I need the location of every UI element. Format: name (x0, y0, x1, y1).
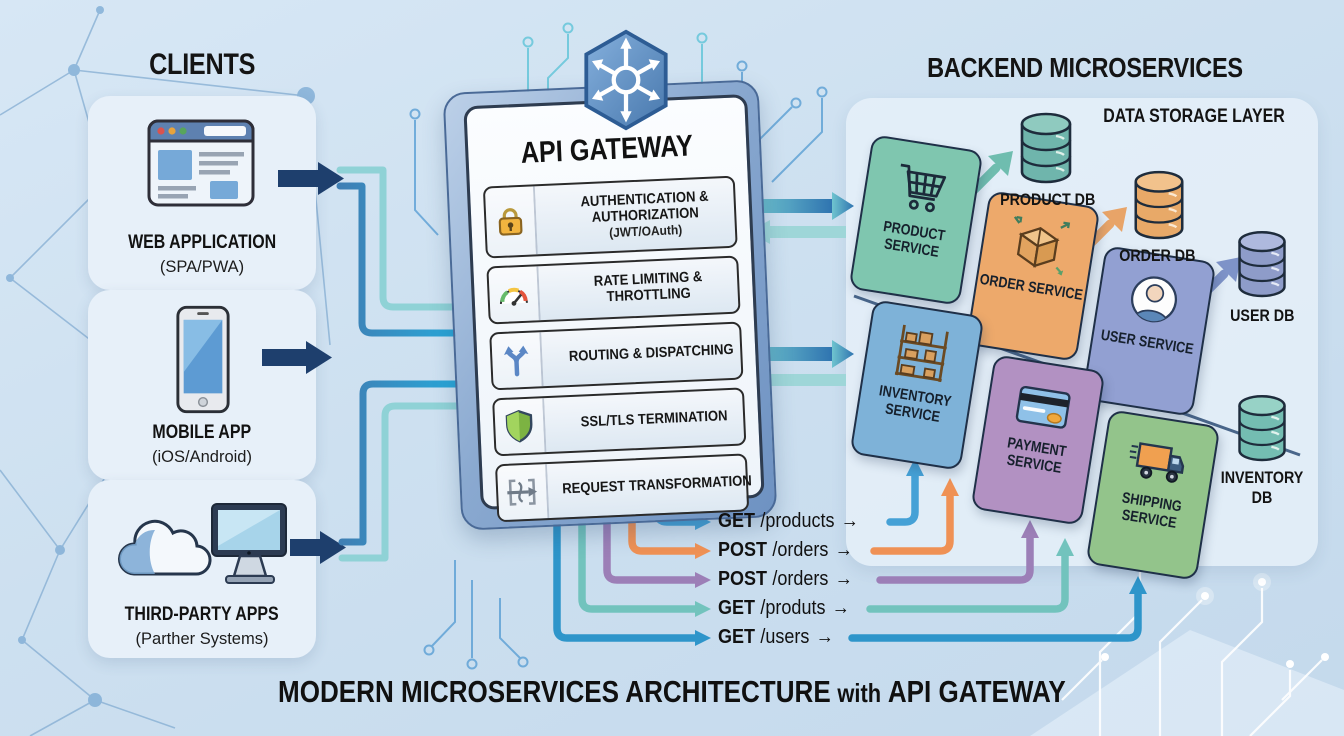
service-tile-product: PRODUCT SERVICE (848, 134, 984, 306)
route-method: POST (718, 568, 768, 590)
backend-header-text: BACKEND MICROSERVICES (927, 52, 1243, 83)
package-box-icon (1013, 216, 1071, 276)
order-db-label: ORDER DB (1095, 246, 1219, 266)
feature-text: AUTHENTICATION & AUTHORIZATION (JWT/OAut… (535, 177, 756, 254)
user-db-icon (1238, 231, 1286, 298)
gateway-feature-authentication: AUTHENTICATION & AUTHORIZATION (JWT/OAut… (482, 175, 738, 259)
route-path: /products (760, 510, 835, 532)
service-label: PAYMENT SERVICE (1005, 434, 1068, 477)
route-method: GET (718, 510, 756, 532)
shopping-cart-icon (900, 163, 947, 213)
clients-header: CLIENTS (88, 48, 316, 82)
clients-header-text: CLIENTS (148, 48, 256, 81)
client-sublabel: (SPA/PWA) (159, 258, 245, 276)
client-label: WEB APPLICATION (88, 232, 316, 254)
diagram-title-gateway: API GATEWAY (887, 674, 1066, 709)
data-storage-layer-text: DATA STORAGE LAYER (1103, 106, 1285, 127)
route-path: /orders (772, 568, 829, 590)
diagram-title-conjunction: with (837, 678, 882, 708)
product-db-text: PRODUCT DB (1000, 190, 1096, 209)
route-exit-arrowheads (695, 514, 711, 646)
feature-label: REQUEST TRANSFORMATION (561, 473, 753, 498)
user-db-text: USER DB (1229, 306, 1295, 325)
route-label-post-orders-2: POST/orders→ (718, 568, 853, 591)
route-method: GET (718, 626, 756, 648)
service-label: USER SERVICE (1099, 326, 1195, 359)
service-label: ORDER SERVICE (978, 270, 1084, 304)
inventory-db-label: INVENTORY DB (1206, 468, 1318, 507)
api-gateway-title-text: API GATEWAY (520, 129, 695, 170)
client-gateway-connectors (332, 166, 466, 562)
route-path: /orders (772, 539, 829, 561)
route-arrow-glyph: → (815, 626, 834, 648)
smartphone-icon (176, 305, 230, 414)
route-label-get-produts: GET/produts→ (718, 597, 850, 620)
user-avatar-icon (1130, 276, 1178, 325)
client-label: MOBILE APP (88, 422, 316, 444)
user-db-label: USER DB (1204, 306, 1320, 326)
lock-icon (484, 186, 538, 257)
credit-card-icon (1015, 385, 1071, 429)
feature-label: RATE LIMITING & THROTTLING (593, 269, 703, 306)
diagram-title-main: MODERN MICROSERVICES ARCHITECTURE (278, 674, 831, 709)
order-db-text: ORDER DB (1118, 246, 1196, 265)
client-sublabel: (Parther Systems) (135, 630, 269, 648)
browser-window-icon (147, 119, 255, 207)
feature-label: ROUTING & DISPATCHING (568, 341, 734, 366)
route-label-get-products: GET/products→ (718, 510, 859, 533)
route-method: GET (718, 597, 756, 619)
delivery-truck-icon (1129, 442, 1185, 483)
feature-label: AUTHENTICATION & AUTHORIZATION (580, 188, 709, 226)
fork-arrows-icon (491, 332, 544, 389)
client-label-text: WEB APPLICATION (127, 232, 277, 253)
client-label-text: THIRD-PARTY APPS (124, 604, 280, 625)
route-arrow-glyph: → (834, 539, 853, 561)
client-label-text: MOBILE APP (152, 422, 252, 443)
client-sublabel: (iOS/Android) (152, 448, 252, 466)
gateway-feature-rate-limiting: RATE LIMITING & THROTTLING (486, 255, 741, 325)
client-card-third-party: THIRD-PARTY APPS (Parther Systems) (88, 480, 316, 658)
product-db-label: PRODUCT DB (984, 190, 1112, 210)
service-label: PRODUCT SERVICE (882, 218, 947, 261)
route-arrow-glyph: → (831, 597, 850, 619)
route-arrow-glyph: → (840, 510, 859, 532)
gateway-feature-routing: ROUTING & DISPATCHING (489, 321, 744, 391)
service-label: SHIPPING SERVICE (1120, 489, 1183, 532)
gateway-feature-ssl: SSL/TLS TERMINATION (492, 387, 747, 457)
inventory-db-text: INVENTORY DB (1220, 468, 1304, 507)
route-path: /users (760, 626, 810, 648)
route-label-get-users: GET/users→ (718, 626, 834, 649)
api-gateway-panel: API GATEWAY AUTHENTICATION & AUTHORIZATI… (463, 93, 765, 523)
inventory-db-icon (1238, 395, 1286, 462)
order-db-icon (1134, 170, 1184, 240)
route-label-post-orders-1: POST/orders→ (718, 539, 853, 562)
cloud-monitor-icon (118, 503, 287, 584)
product-db-icon (1020, 112, 1072, 184)
client-card-mobile-app: MOBILE APP (iOS/Android) (88, 290, 316, 480)
gateway-backend-request-arrow-1 (756, 192, 854, 220)
feature-label: SSL/TLS TERMINATION (580, 408, 728, 431)
backend-header: BACKEND MICROSERVICES (850, 52, 1320, 84)
route-method: POST (718, 539, 768, 561)
route-arrow-glyph: → (834, 568, 853, 590)
gauge-icon (488, 266, 541, 323)
route-path: /produts (760, 597, 826, 619)
hexagon-hub-icon (584, 29, 668, 131)
data-storage-layer-label: DATA STORAGE LAYER (1040, 106, 1302, 128)
service-tile-order: ORDER SERVICE (965, 190, 1101, 362)
feature-sublabel: (JWT/OAuth) (609, 222, 683, 241)
client-card-web-application: WEB APPLICATION (SPA/PWA) (88, 96, 316, 290)
gateway-feature-transformation: REQUEST TRANSFORMATION (494, 453, 752, 523)
client-label: THIRD-PARTY APPS (88, 604, 316, 626)
shield-icon (494, 398, 547, 455)
transform-arrows-icon (497, 464, 550, 521)
service-label: INVENTORY SERVICE (877, 382, 953, 426)
warehouse-shelf-icon (894, 324, 949, 383)
api-gateway-title: API GATEWAY (504, 129, 710, 172)
